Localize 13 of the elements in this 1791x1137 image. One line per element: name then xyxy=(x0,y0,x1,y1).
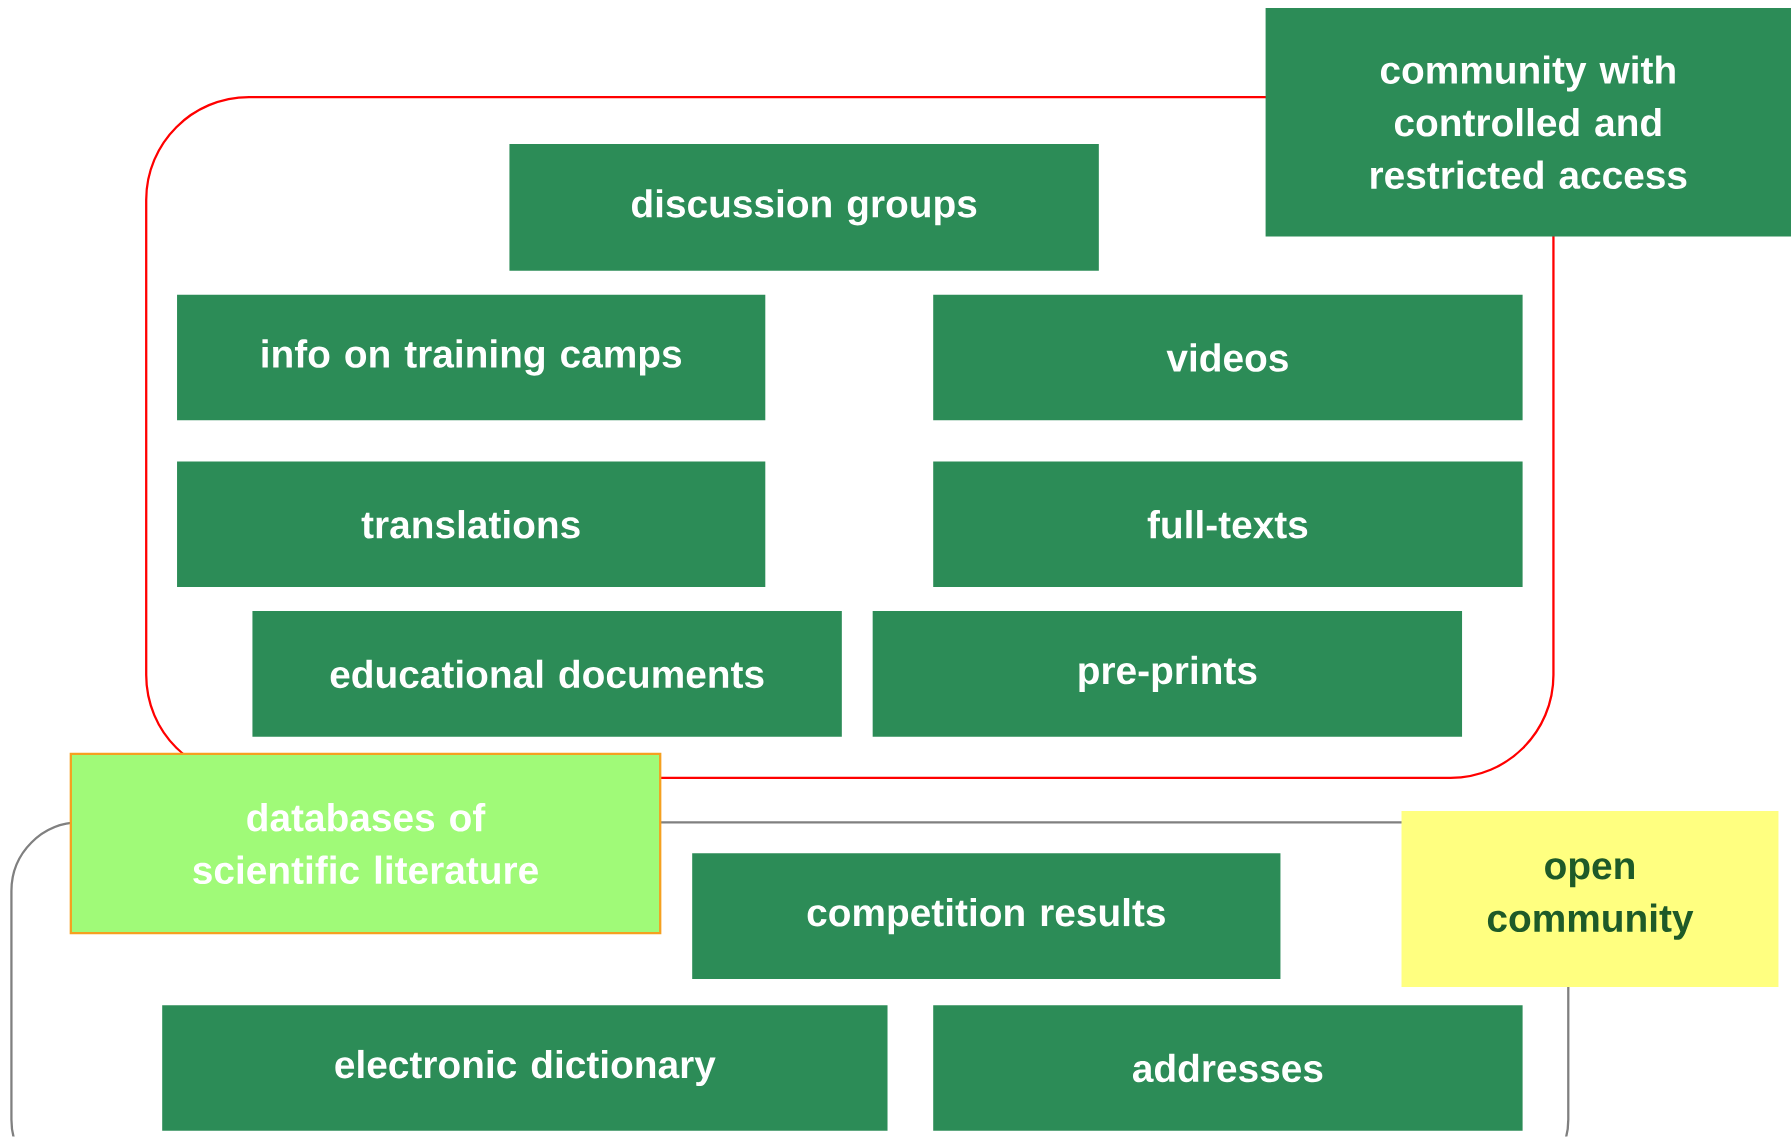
category-box: databases of scientific literature xyxy=(69,753,662,935)
category-box: pre-prints xyxy=(872,611,1463,737)
category-box: translations xyxy=(177,461,766,588)
category-box: info on training camps xyxy=(177,294,766,421)
category-box: videos xyxy=(933,294,1523,421)
category-box: full-texts xyxy=(933,461,1523,588)
category-box: electronic dictionary xyxy=(162,1005,888,1132)
category-box: community with controlled and restricted access xyxy=(1265,8,1791,237)
category-box: open community xyxy=(1401,811,1779,988)
category-box: addresses xyxy=(933,1005,1523,1132)
category-box: educational documents xyxy=(252,611,842,737)
category-box: discussion groups xyxy=(509,144,1099,271)
category-box: competition results xyxy=(692,853,1281,980)
